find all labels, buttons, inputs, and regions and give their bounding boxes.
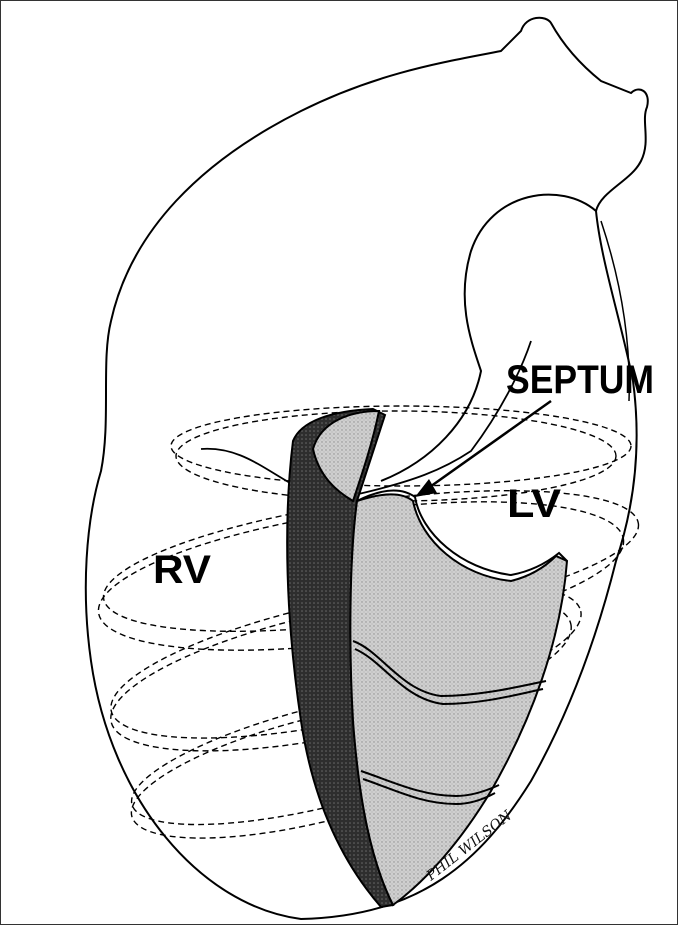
aorta-inner-line [381, 195, 596, 481]
septum-label: SEPTUM [506, 358, 654, 402]
rv-label: RV [153, 548, 211, 592]
lv-label: LV [507, 482, 561, 526]
